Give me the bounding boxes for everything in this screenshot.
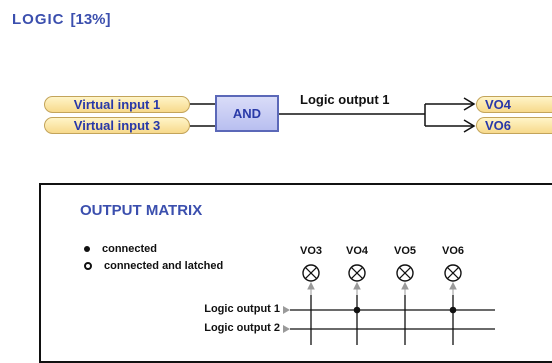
vo4-arrow-icon <box>463 97 476 111</box>
legend-connected-label: connected <box>102 243 158 255</box>
ring-dot-icon <box>84 262 92 271</box>
output-symbol-vo3-icon <box>302 264 320 282</box>
and-gate-label: AND <box>232 106 262 121</box>
column-label-vo5: VO5 <box>393 245 416 257</box>
output-pill-vo6: VO6 <box>476 117 552 134</box>
connected-dot-row1-vo6-icon <box>449 306 457 314</box>
output-pill-vo4-label: VO4 <box>485 97 512 112</box>
column-label-vo4: VO4 <box>345 245 368 257</box>
input-pill-2-label: Virtual input 3 <box>73 118 161 133</box>
output-matrix-panel <box>39 183 552 363</box>
legend-latched-label: connected and latched <box>104 260 224 272</box>
logic-diagram: LOGIC [13%] Virtual input 1 Virtual input… <box>12 11 552 363</box>
page-title: LOGIC [13%] <box>12 11 111 28</box>
logic-output-label: Logic output 1 <box>300 92 390 107</box>
output-pill-vo6-label: VO6 <box>485 118 512 133</box>
title-text: LOGIC <box>12 11 65 28</box>
connector-lines <box>190 97 476 133</box>
input-pill-2: Virtual input 3 <box>44 117 190 134</box>
input-pill-1-label: Virtual input 1 <box>73 97 161 112</box>
up-arrows <box>307 281 457 295</box>
and-gate: AND <box>215 95 279 132</box>
output-symbol-vo6-icon <box>444 264 462 282</box>
vo6-arrow-icon <box>463 119 476 133</box>
column-label-vo6: VO6 <box>441 245 464 257</box>
output-symbol-vo4-icon <box>348 264 366 282</box>
row-line-logic-output-1 <box>283 306 495 314</box>
output-symbol-vo5-icon <box>396 264 414 282</box>
row-label-logic-output-1: Logic output 1 <box>204 303 280 315</box>
title-percent: [13%] <box>70 11 111 28</box>
column-label-vo3: VO3 <box>299 245 322 257</box>
output-pill-vo4: VO4 <box>476 96 552 113</box>
row-line-logic-output-2 <box>283 325 495 333</box>
row-label-logic-output-2: Logic output 2 <box>204 322 280 334</box>
filled-dot-icon <box>84 246 90 253</box>
connected-dot-row1-vo4-icon <box>353 306 361 314</box>
matrix-grid <box>283 264 495 345</box>
legend-latched: connected and latched <box>84 260 223 272</box>
input-pill-1: Virtual input 1 <box>44 96 190 113</box>
legend-connected: connected <box>84 243 157 255</box>
output-matrix-title: OUTPUT MATRIX <box>80 202 203 219</box>
column-lines <box>310 295 454 345</box>
